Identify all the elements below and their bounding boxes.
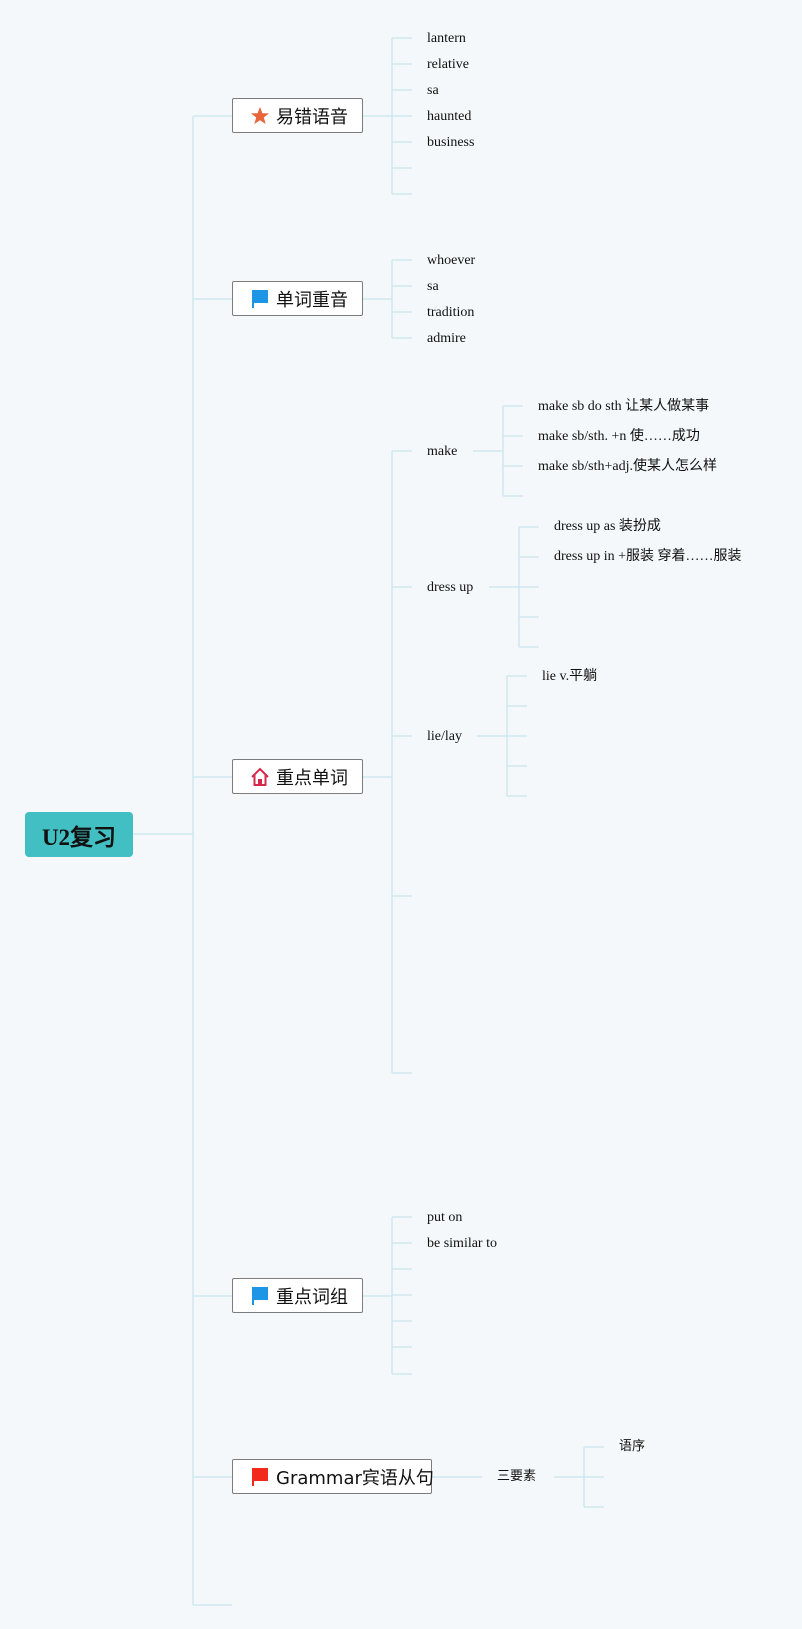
list-item[interactable]: make sb/sth. +n 使……成功	[538, 429, 700, 444]
list-item[interactable]: admire	[427, 331, 466, 346]
list-item[interactable]: lie v.平躺	[542, 669, 598, 684]
list-item[interactable]: 语序	[619, 1439, 646, 1454]
topic-label: 重点单词	[276, 767, 348, 789]
list-item[interactable]: whoever	[427, 253, 476, 268]
root-topic[interactable]: U2复习	[25, 812, 133, 857]
list-item[interactable]: dress up in +服装 穿着……服装	[554, 549, 742, 564]
topic-word-stress[interactable]: 单词重音	[232, 281, 363, 316]
star-icon	[250, 106, 270, 126]
list-item[interactable]: lantern	[427, 31, 466, 46]
topic-label: Grammar宾语从句	[276, 1467, 434, 1489]
word-node-make[interactable]: make	[427, 444, 458, 459]
list-item[interactable]: put on	[427, 1210, 463, 1225]
topic-label: 单词重音	[276, 289, 348, 311]
list-item[interactable]: tradition	[427, 305, 475, 320]
list-item[interactable]: sa	[427, 279, 439, 294]
topic-key-words[interactable]: 重点单词	[232, 759, 363, 794]
topic-key-phrases[interactable]: 重点词组	[232, 1278, 363, 1313]
blue-flag-icon	[250, 289, 270, 309]
house-icon	[250, 767, 270, 787]
list-item[interactable]: haunted	[427, 109, 472, 124]
list-item[interactable]: dress up as 装扮成	[554, 519, 661, 534]
topic-label: 重点词组	[276, 1286, 348, 1308]
list-item[interactable]: be similar to	[427, 1236, 497, 1251]
blue-flag-icon	[250, 1286, 270, 1306]
list-item[interactable]: business	[427, 135, 475, 150]
list-item[interactable]: make sb do sth 让某人做某事	[538, 399, 710, 414]
topic-label: 易错语音	[276, 106, 348, 128]
topic-error-prone-pronunciation[interactable]: 易错语音	[232, 98, 363, 133]
topic-grammar-object-clause[interactable]: Grammar宾语从句	[232, 1459, 434, 1494]
word-node-dress-up[interactable]: dress up	[427, 580, 474, 595]
list-item[interactable]: relative	[427, 57, 469, 72]
word-node-lie-lay[interactable]: lie/lay	[427, 729, 462, 744]
list-item[interactable]: make sb/sth+adj.使某人怎么样	[538, 459, 717, 474]
list-item[interactable]: sa	[427, 83, 439, 98]
red-flag-icon	[250, 1467, 270, 1487]
sub-node-three-elements[interactable]: 三要素	[497, 1469, 537, 1484]
